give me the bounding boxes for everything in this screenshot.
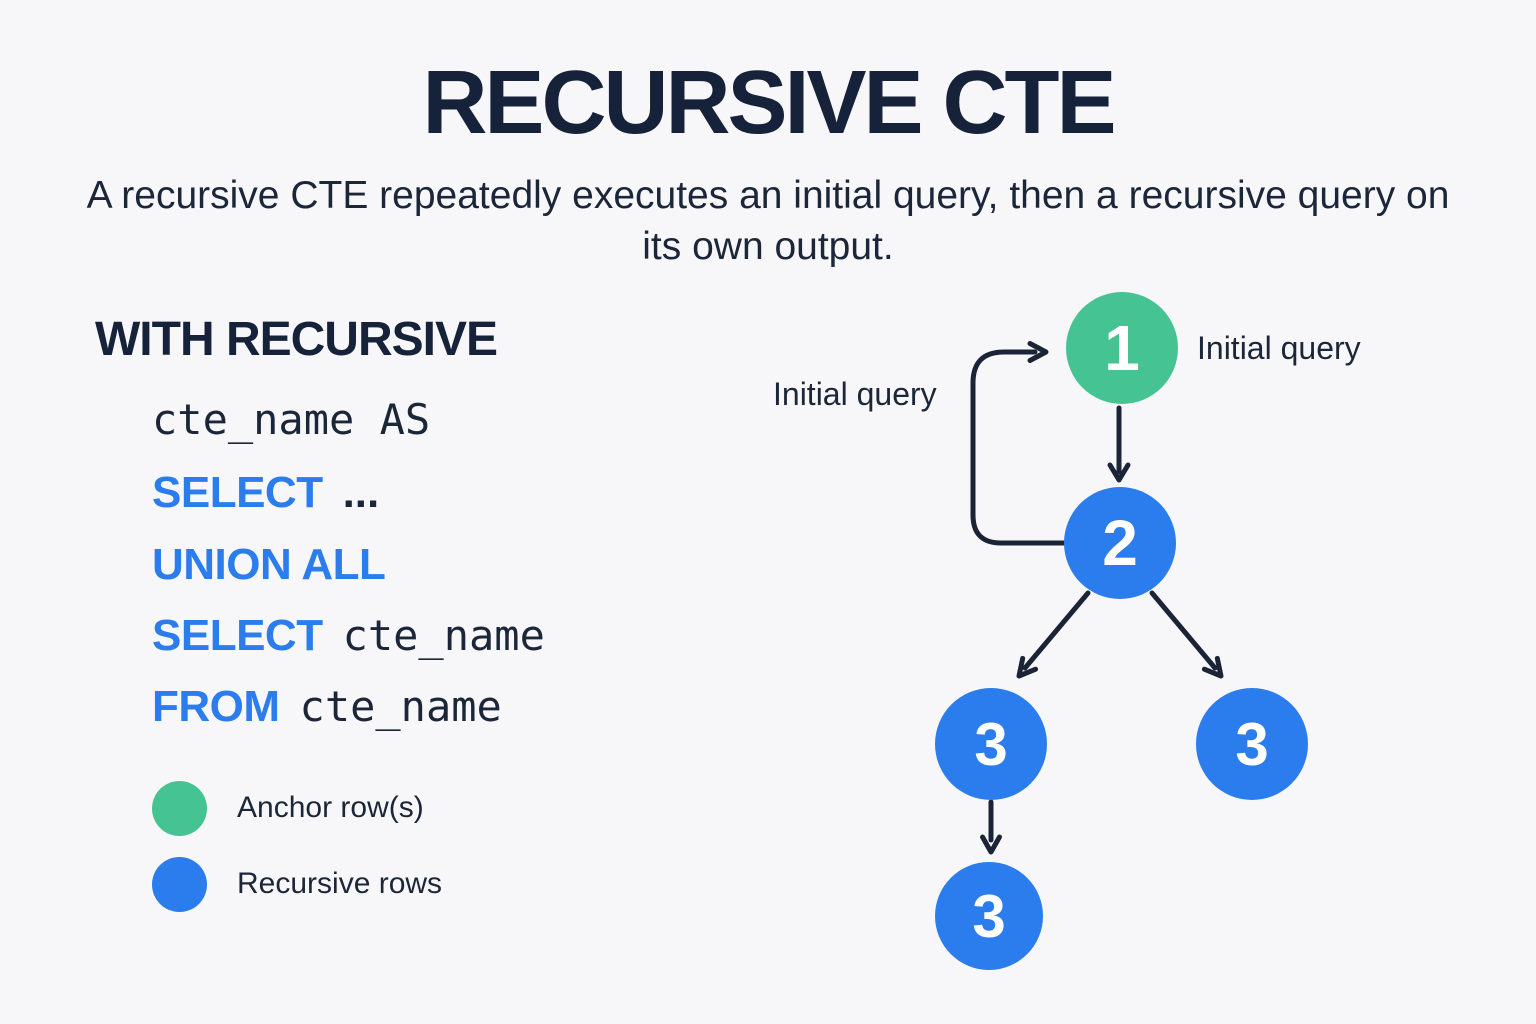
tree-node-1-anchor: 1 (1066, 292, 1178, 404)
page-subtitle: A recursive CTE repeatedly executes an i… (86, 174, 1450, 268)
arrow-node2-to-node3-right (1149, 590, 1224, 679)
cte-name-text: cte_name AS (152, 395, 431, 444)
tree-node-3-left: 3 (935, 688, 1047, 800)
code-line-select-anchor: SELECT... (152, 468, 380, 517)
recursive-circle-icon (152, 856, 207, 912)
node-number: 3 (1235, 710, 1269, 778)
arrow-node3-left-to-node3-bottom (980, 799, 1002, 855)
select-keyword: SELECT (152, 468, 323, 517)
union-all-keyword: UNION ALL (152, 540, 386, 589)
anchor-circle-icon (152, 780, 207, 836)
node-number: 2 (1102, 507, 1138, 579)
from-keyword: FROM (152, 682, 280, 731)
tree-node-3-bottom: 3 (935, 862, 1043, 970)
node-number: 1 (1104, 312, 1140, 384)
initial-query-label-right: Initial query (1197, 330, 1361, 366)
select-keyword: SELECT (152, 611, 323, 660)
ellipsis-text: ... (342, 468, 380, 517)
code-line-cte-name: cte_name AS (152, 395, 431, 444)
code-line-select-recursive: SELECT cte_name (152, 611, 545, 660)
tree-node-2: 2 (1064, 487, 1176, 599)
page-title: RECURSIVE CTE (422, 53, 1116, 153)
code-line-from: FROM cte_name (152, 682, 502, 731)
tree-node-3-right: 3 (1196, 688, 1308, 800)
node-number: 3 (972, 882, 1006, 950)
arrow-node1-to-node2 (1107, 405, 1131, 483)
node-number: 3 (974, 710, 1008, 778)
arrow-node2-to-node3-left (1016, 590, 1091, 679)
legend-label: Anchor row(s) (237, 791, 424, 824)
legend-item-anchor: Anchor row(s) (152, 780, 424, 836)
legend-item-recursive: Recursive rows (152, 856, 442, 912)
initial-query-label-left: Initial query (773, 376, 937, 412)
code-line-union-all: UNION ALL (152, 540, 386, 589)
legend-label: Recursive rows (237, 867, 443, 900)
arrow-loop-node2-to-node1 (970, 341, 1069, 546)
cte-name-text: cte_name (342, 611, 545, 660)
code-heading: WITH RECURSIVE (95, 313, 498, 366)
cte-name-text: cte_name (299, 682, 502, 731)
